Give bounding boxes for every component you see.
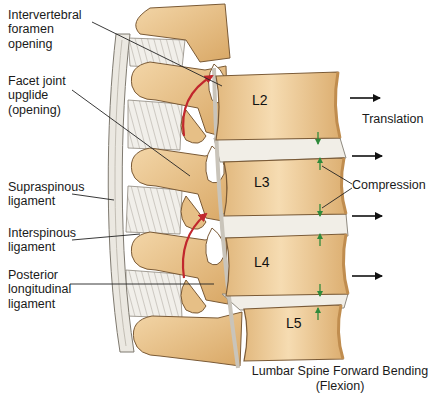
- vertebra-label: L5: [286, 315, 302, 331]
- leader-line: [72, 194, 114, 200]
- compression-arrow: [319, 234, 320, 246]
- vertebral-body: L2: [212, 70, 342, 142]
- interspinous-ligament: [128, 100, 182, 150]
- leader-line: [322, 188, 352, 208]
- compression-arrow: [319, 158, 320, 170]
- vertebral-body-outline: [212, 70, 342, 142]
- articular-process: [181, 280, 206, 313]
- leader-line: [72, 90, 190, 176]
- leader-line: [322, 166, 352, 184]
- leader-line: [70, 284, 214, 285]
- vertebral-body-shape: [216, 72, 340, 140]
- vertebral-body-shape: [244, 305, 343, 361]
- callout-label: Intervertebral foramen opening: [8, 8, 98, 51]
- callout-label: Translation: [362, 112, 442, 126]
- supraspinous-ligament: [108, 34, 134, 352]
- leader-line: [92, 22, 222, 86]
- callout-label: Compression: [352, 178, 442, 192]
- figure-caption: Lumbar Spine Forward Bending (Flexion): [245, 364, 435, 394]
- cortical-rim: [338, 305, 343, 359]
- vertebral-body-outline: [222, 232, 350, 298]
- compression-arrow: [317, 132, 318, 144]
- vertebral-body: L5: [240, 303, 345, 363]
- ligament-fibre: [115, 40, 126, 346]
- callout-label: Facet joint upglide (opening): [8, 74, 98, 117]
- articular-process: [181, 196, 206, 229]
- interspinous-ligament: [126, 270, 182, 318]
- translation-arrow: [352, 275, 382, 277]
- vertebra-label: L2: [252, 92, 268, 108]
- compression-arrow: [319, 204, 320, 216]
- cortical-rim: [335, 72, 340, 138]
- callout-label: Supraspinous ligament: [8, 180, 98, 209]
- vertebral-body: L3: [220, 156, 348, 218]
- translation-arrow: [352, 215, 382, 217]
- motion-arrow: [183, 214, 206, 278]
- translation-arrow: [350, 97, 380, 99]
- motion-arrow: [183, 76, 212, 136]
- vertebral-body-shape: [226, 234, 348, 296]
- leader-line: [72, 234, 140, 240]
- interspinous-ligament: [126, 186, 182, 234]
- vertebral-body-shape: [224, 158, 346, 216]
- vertebra-label: L3: [254, 174, 270, 190]
- vertebra-label: L4: [254, 254, 270, 270]
- cortical-rim: [343, 234, 348, 294]
- translation-arrow: [352, 155, 382, 157]
- posterior-element: [136, 4, 230, 62]
- callout-label: Interspinous ligament: [8, 226, 98, 255]
- callout-label: Posterior longitudinal ligament: [8, 268, 98, 311]
- compression-arrow: [317, 308, 318, 320]
- spinous-process: [133, 312, 242, 366]
- compression-arrow: [319, 284, 320, 296]
- vertebral-body-outline: [240, 303, 345, 363]
- vertebral-body: L4: [222, 232, 350, 298]
- cortical-rim: [341, 158, 346, 214]
- vertebral-body-outline: [220, 156, 348, 218]
